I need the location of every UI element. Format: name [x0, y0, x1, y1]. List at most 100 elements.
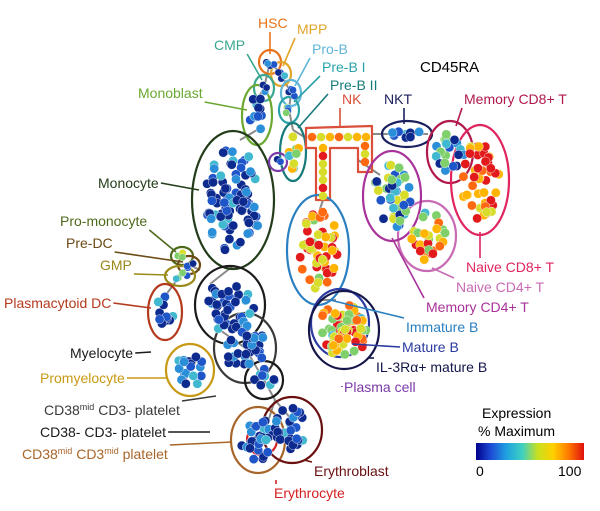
node-nk	[318, 143, 328, 153]
outline-promyelocyte	[164, 342, 216, 398]
node-cmp	[262, 83, 271, 92]
node-cd38mid-cd3mid-platelet	[245, 443, 255, 454]
node-monocyte	[220, 183, 231, 194]
node-myelocyte	[211, 299, 222, 310]
outline-monocyte	[190, 129, 276, 271]
node-cd38-cd3-platelet	[255, 380, 266, 391]
leader-pre-b-1	[293, 75, 321, 103]
node-nk	[325, 132, 335, 142]
node-monocyte	[215, 170, 226, 181]
node-immature-b	[313, 240, 324, 250]
node-monocyte	[208, 177, 218, 188]
node-memory-cd4	[404, 182, 414, 193]
outline-pre-b-2	[278, 121, 308, 183]
node-pre-b-2	[288, 158, 299, 169]
label-cd38-cd3-platelet: CD38- CD3- platelet	[40, 424, 166, 440]
node-plasmacytoid-dc	[154, 314, 165, 325]
node-il3ra-mature-b	[330, 308, 341, 319]
label-part-label_sup2: mid	[104, 446, 119, 456]
label-pro-monocyte: Pro-monocyte	[60, 213, 147, 229]
node-promyelocyte	[179, 357, 189, 367]
node-nk	[307, 132, 317, 142]
node-monocyte	[220, 244, 230, 255]
outline-nk	[304, 124, 374, 202]
node-immature-b	[304, 274, 315, 285]
cluster-nodes	[153, 58, 504, 464]
node-mpp	[274, 68, 283, 77]
node-monocyte	[231, 174, 241, 185]
outline-plasmacytoid-dc	[146, 282, 184, 342]
label-cmp: CMP	[214, 37, 245, 53]
node-myelocyte	[203, 296, 214, 306]
node-memory-cd4	[373, 185, 384, 196]
label-memory-cd4: Memory CD4+ T	[426, 299, 529, 315]
node-erythroblast	[277, 405, 288, 416]
node-naive-cd4	[428, 248, 438, 259]
node-monocyte	[241, 187, 252, 197]
leader-mature-b	[351, 343, 401, 348]
label-erythroblast: Erythroblast	[314, 463, 389, 479]
node-naive-cd8	[486, 195, 496, 206]
label-part-label_pre: CD38	[44, 402, 80, 418]
node-il3ra-mature-b	[349, 346, 359, 356]
node-naive-cd4	[415, 246, 426, 256]
leader-erythroblast	[303, 459, 313, 463]
node-promyelocyte	[185, 361, 196, 372]
node-monocyte	[217, 219, 228, 230]
node-memory-cd4	[395, 215, 405, 226]
node-nk	[316, 132, 326, 142]
node-nk	[318, 151, 328, 161]
outline-gmp	[163, 264, 197, 288]
node-monocyte	[244, 217, 254, 228]
node-cd38mid-cd3-platelet	[256, 353, 267, 363]
label-nkt: NKT	[384, 91, 412, 107]
node-cd38-cd3-platelet	[249, 374, 260, 385]
label-pro-b: Pro-B	[312, 41, 348, 57]
node-cd38-cd3-platelet	[257, 370, 268, 381]
label-nk: NK	[342, 91, 362, 107]
outline-mature-b	[309, 287, 371, 359]
node-naive-cd8	[469, 172, 480, 182]
label-cd38mid-cd3mid-platelet: CD38mid CD3mid platelet	[22, 446, 168, 462]
node-memory-cd4	[378, 213, 389, 224]
node-memory-cd4	[371, 176, 382, 187]
node-memory-cd4	[375, 195, 386, 205]
node-nkt	[414, 127, 424, 137]
node-memory-cd8	[449, 135, 460, 145]
node-cd38mid-cd3mid-platelet	[258, 417, 268, 428]
node-nk	[318, 183, 328, 193]
node-il3ra-mature-b	[333, 333, 344, 344]
node-erythroblast	[288, 403, 298, 414]
node-monocyte	[207, 195, 217, 206]
node-memory-cd8	[448, 161, 459, 172]
label-hsc: HSC	[258, 15, 288, 31]
node-immature-b	[322, 277, 333, 287]
node-immature-b	[322, 268, 333, 278]
node-memory-cd4	[400, 172, 410, 183]
label-plasma-cell: Plasma cell	[344, 379, 416, 395]
node-cd38mid-cd3-platelet	[223, 351, 234, 362]
node-monocyte	[215, 211, 226, 222]
leader-monocyte	[160, 182, 200, 191]
label-pre-b-1: Pre-B I	[322, 59, 366, 75]
node-nk	[360, 141, 370, 151]
node-naive-cd4	[431, 224, 442, 234]
node-pro-monocyte	[178, 253, 187, 262]
label-pre-b-2: Pre-B II	[330, 77, 377, 93]
node-cd38mid-cd3-platelet	[242, 320, 252, 331]
outline-mpp	[269, 60, 293, 88]
node-pre-b-1	[282, 109, 291, 117]
leader-memory-cd4	[391, 237, 425, 299]
leader-myelocyte	[135, 351, 152, 354]
outline-memory-cd4	[361, 149, 423, 243]
node-nkt	[405, 132, 416, 142]
node-naive-cd4	[419, 228, 430, 239]
node-promyelocyte	[191, 352, 201, 362]
node-il3ra-mature-b	[340, 324, 350, 335]
node-nk	[352, 132, 362, 142]
node-immature-b	[329, 220, 340, 231]
node-monoblast	[255, 94, 266, 104]
node-monocyte	[228, 220, 238, 231]
